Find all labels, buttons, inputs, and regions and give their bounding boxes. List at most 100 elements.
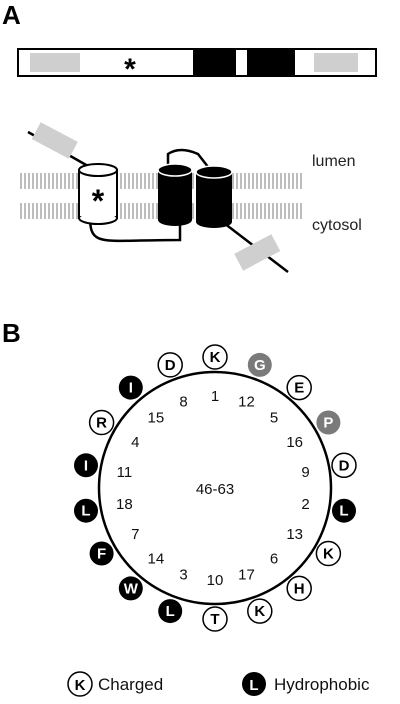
residue-letter: R <box>96 415 107 432</box>
position-number: 11 <box>117 464 133 481</box>
legend-item-hydrophobic: L Hydrophobic <box>242 672 370 696</box>
residue-circle <box>316 410 341 435</box>
residue-circle <box>89 541 114 566</box>
residue-circle <box>331 452 357 479</box>
residue-circle <box>88 409 115 436</box>
cytosol-label: cytosol <box>312 217 362 234</box>
residue-marker: L <box>158 599 183 624</box>
tm1-body <box>158 170 192 220</box>
residue-letter: F <box>97 546 106 563</box>
residue-letter: D <box>339 457 350 474</box>
asterisk-helix-top <box>78 163 118 177</box>
residue-circle <box>202 344 228 370</box>
residue-letter: W <box>124 580 139 597</box>
residue-marker: L <box>74 498 98 523</box>
residue-marker: R <box>88 409 115 436</box>
legend-hydrophobic-label: Hydrophobic <box>274 675 370 694</box>
position-number: 3 <box>179 567 187 584</box>
position-number: 9 <box>301 464 309 481</box>
domain-bar: * <box>17 48 377 86</box>
position-number: 16 <box>286 434 303 451</box>
residue-marker: K <box>315 540 342 567</box>
residue-marker: F <box>89 541 114 566</box>
residue-marker: T <box>202 606 228 632</box>
transmembrane-segment-2 <box>247 50 295 75</box>
residue-circle <box>118 375 143 400</box>
panel-b-letter: B <box>2 318 21 348</box>
position-number: 4 <box>131 434 139 451</box>
position-number: 15 <box>148 410 165 427</box>
position-number: 7 <box>131 526 139 543</box>
amphipathic-segment-n <box>30 53 80 72</box>
position-number: 6 <box>270 551 278 568</box>
residue-marker: I <box>74 453 98 478</box>
residue-letter: K <box>210 349 221 366</box>
residue-letter: H <box>294 580 305 597</box>
tm2-body <box>196 172 232 222</box>
amphipathic-segment-c <box>314 53 358 72</box>
panel-a-letter: A <box>2 0 21 30</box>
residue-marker: I <box>118 375 143 400</box>
legend-hydrophobic-symbol-letter: L <box>249 677 258 694</box>
asterisk-helix-fill <box>80 172 116 216</box>
residue-marker: D <box>157 352 183 378</box>
position-number: 13 <box>286 526 303 543</box>
lumen-label: lumen <box>312 153 356 170</box>
residue-marker: G <box>247 352 272 377</box>
residue-letter: K <box>254 603 265 620</box>
residue-circle <box>332 498 356 523</box>
position-number: 1 <box>211 388 219 405</box>
legend-item-charged: K Charged <box>67 671 163 697</box>
residue-letter: K <box>323 546 334 563</box>
position-number: 2 <box>301 496 309 513</box>
position-number: 14 <box>148 551 165 568</box>
position-number: 18 <box>116 496 133 513</box>
residue-circle <box>74 453 98 478</box>
tm1-base <box>158 214 192 226</box>
tm2-top <box>195 165 233 179</box>
residue-marker: K <box>202 344 228 370</box>
residue-letter: I <box>129 380 133 397</box>
legend-charged-symbol-letter: K <box>75 677 86 694</box>
residue-letter: E <box>294 380 304 397</box>
residue-letter: D <box>165 357 176 374</box>
residue-marker: H <box>286 575 312 602</box>
residue-letter: L <box>166 603 175 620</box>
luminal-loop <box>166 148 213 173</box>
asterisk-helix: * <box>78 163 118 225</box>
transmembrane-helix-2 <box>195 165 233 228</box>
residue-circle <box>247 352 272 377</box>
residue-letter: I <box>84 457 88 474</box>
residue-marker: L <box>332 498 356 523</box>
position-number: 12 <box>238 394 255 411</box>
position-number: 17 <box>238 567 255 584</box>
legend-charged-label: Charged <box>98 675 163 694</box>
residue-circle <box>315 540 342 567</box>
residue-circle <box>118 576 143 601</box>
bar-asterisk-marker: * <box>124 53 136 86</box>
residue-marker: W <box>118 576 143 601</box>
legend-charged-symbol <box>67 671 93 697</box>
residue-markers: K G E P D L K H K T L W F L I R I D <box>74 344 357 632</box>
residue-circle <box>286 374 312 401</box>
residue-letter: P <box>323 415 333 432</box>
helix-asterisk-marker: * <box>92 183 105 219</box>
amphipathic-helix-n <box>31 122 78 159</box>
residue-circle <box>157 352 183 378</box>
helical-wheel-circle <box>97 370 333 606</box>
residue-circle <box>247 598 273 624</box>
legend-hydrophobic-symbol <box>242 672 266 696</box>
legend: K Charged L Hydrophobic <box>67 671 370 697</box>
residue-letter: T <box>210 611 219 628</box>
residue-circle <box>74 498 98 523</box>
panel-a: A * <box>2 0 377 273</box>
residue-circle <box>158 599 183 624</box>
position-number: 10 <box>207 572 224 589</box>
residue-marker: K <box>247 598 273 624</box>
wheel-center-label: 46-63 <box>196 481 234 498</box>
residue-marker: D <box>331 452 357 479</box>
residue-letter: L <box>339 503 348 520</box>
residue-letter: G <box>254 357 266 374</box>
